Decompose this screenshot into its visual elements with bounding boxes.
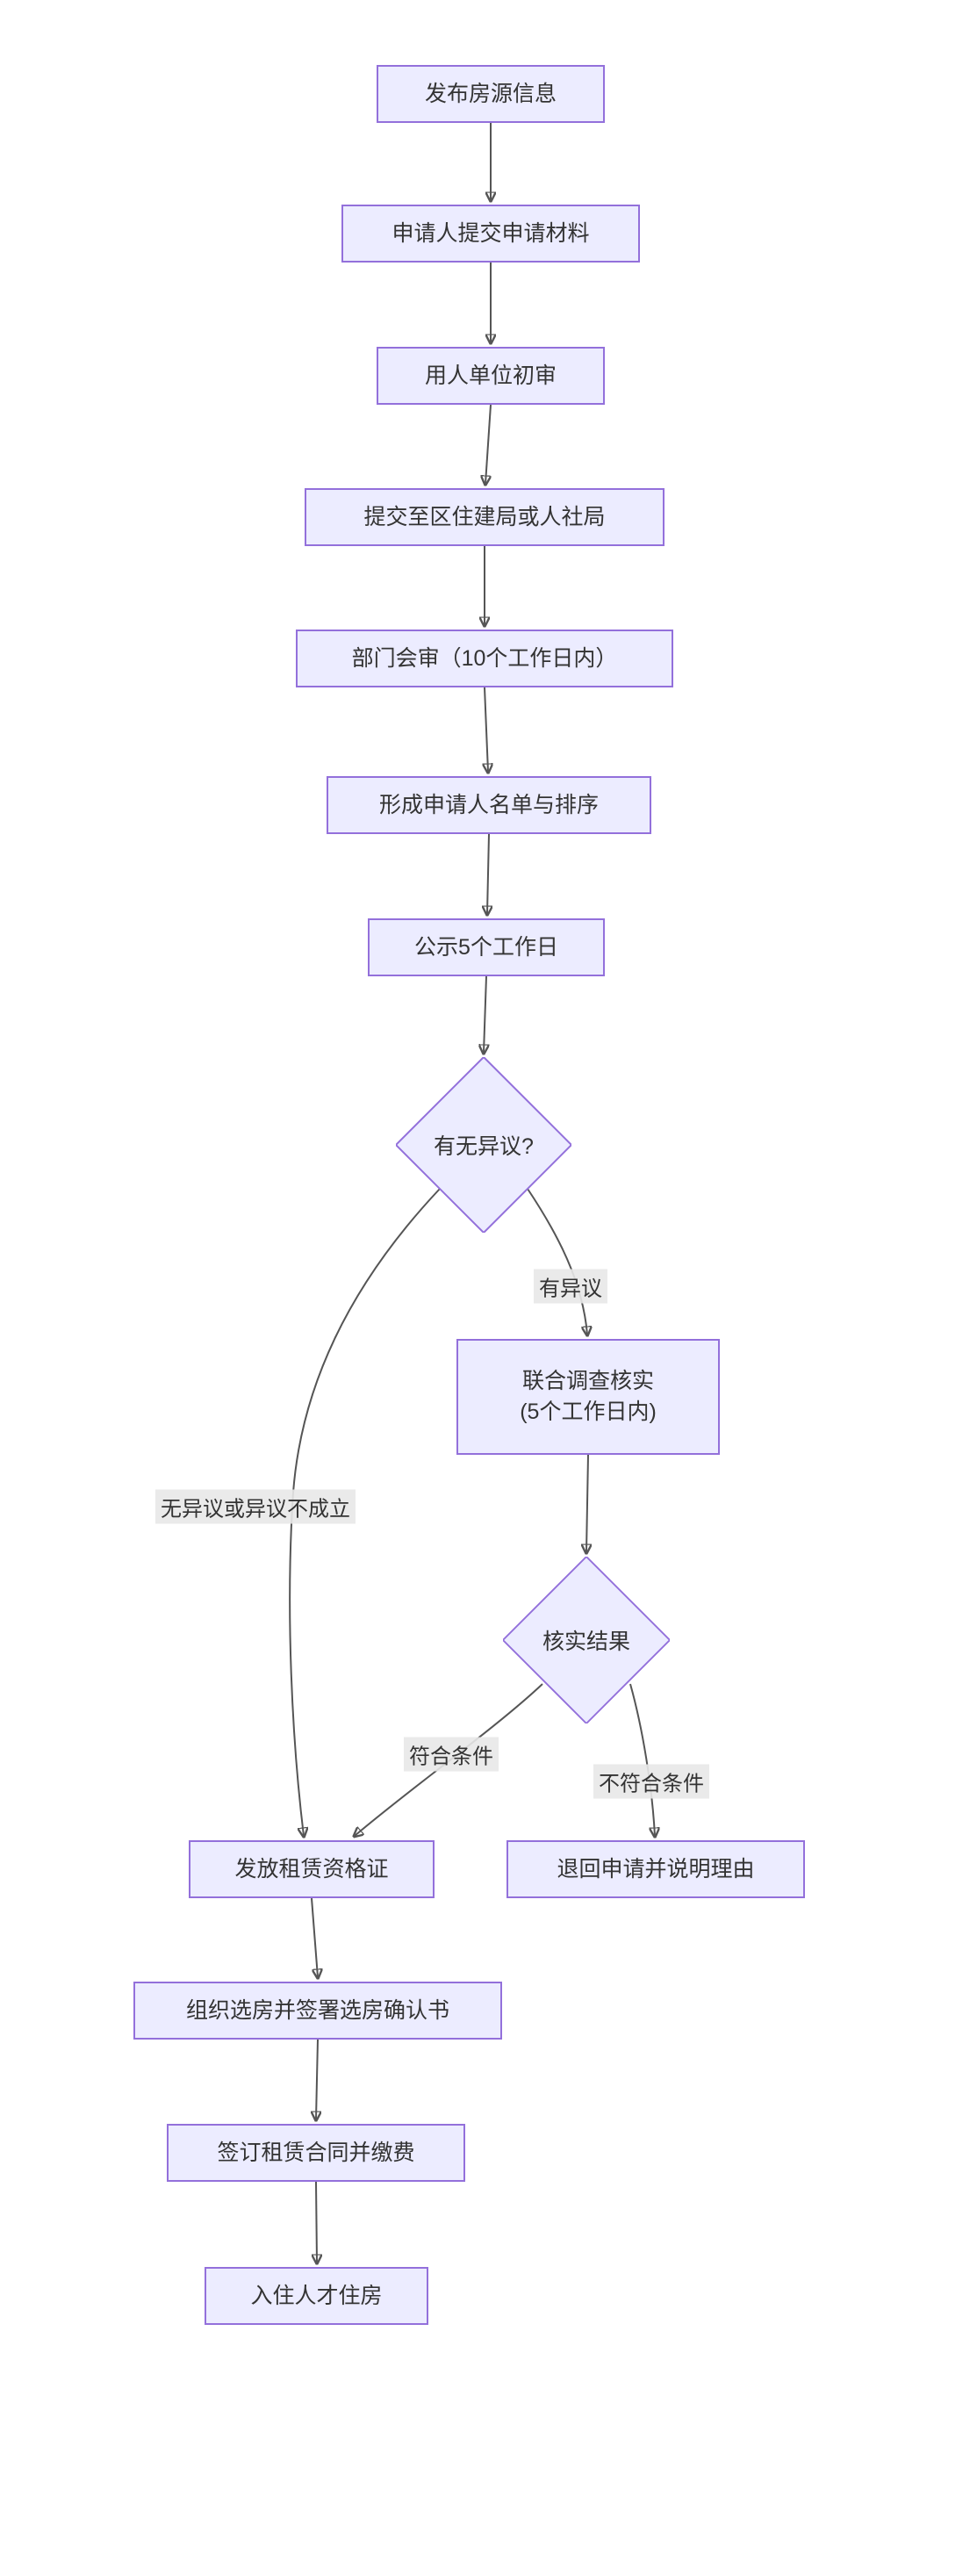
node-housing-selection: 组织选房并签署选房确认书: [133, 1982, 502, 2040]
diamond-shape: [396, 1057, 571, 1233]
edge-label-no-objection: 无异议或异议不成立: [155, 1489, 356, 1524]
node-return-application-label: 退回申请并说明理由: [557, 1856, 755, 1882]
edge-cert-select: [311, 1897, 318, 1977]
decision-objection: 有无异议?: [396, 1057, 571, 1233]
node-publish-listing: 发布房源信息: [377, 65, 605, 123]
decision-verify-result: 核实结果: [503, 1557, 670, 1723]
edge-publicity-decision: [484, 975, 486, 1053]
node-departmental-joint-review-label: 部门会审（10个工作日内）: [351, 645, 618, 671]
node-move-in-label: 入住人才住房: [250, 2283, 383, 2308]
node-publish-listing-label: 发布房源信息: [424, 81, 557, 106]
edge-list-publicity: [487, 833, 489, 914]
node-public-notice: 公示5个工作日: [368, 918, 605, 976]
edge-select-contract: [316, 2039, 318, 2119]
node-public-notice-label: 公示5个工作日: [414, 934, 558, 960]
node-sign-contract-pay-label: 签订租赁合同并缴费: [217, 2140, 415, 2165]
node-submit-to-bureau: 提交至区住建局或人社局: [305, 488, 665, 546]
edge-contract-movein: [316, 2181, 317, 2263]
node-submit-to-bureau-label: 提交至区住建局或人社局: [363, 504, 606, 529]
edge-label-qualified: 符合条件: [404, 1737, 499, 1772]
node-employer-initial-review: 用人单位初审: [377, 347, 605, 405]
node-issue-rental-certificate: 发放租赁资格证: [189, 1840, 435, 1898]
decision-verify-result-label: 核实结果: [542, 1630, 630, 1654]
edge-initial-bureau: [485, 404, 492, 484]
node-issue-rental-certificate-label: 发放租赁资格证: [234, 1856, 389, 1882]
node-employer-initial-review-label: 用人单位初审: [424, 363, 557, 388]
node-return-application: 退回申请并说明理由: [506, 1840, 805, 1898]
diamond-shape: [503, 1557, 670, 1723]
node-submit-materials-label: 申请人提交申请材料: [392, 220, 590, 246]
node-move-in: 入住人才住房: [205, 2267, 428, 2325]
node-sign-contract-pay: 签订租赁合同并缴费: [167, 2124, 465, 2182]
decision-objection-label: 有无异议?: [434, 1134, 534, 1159]
node-joint-investigation: 联合调查核实 (5个工作日内): [456, 1339, 720, 1455]
edge-investigation-verify: [586, 1454, 588, 1552]
node-departmental-joint-review: 部门会审（10个工作日内）: [296, 630, 673, 687]
node-form-applicant-list-label: 形成申请人名单与排序: [378, 792, 599, 817]
node-joint-investigation-label: 联合调查核实 (5个工作日内): [520, 1369, 657, 1424]
node-submit-materials: 申请人提交申请材料: [341, 205, 640, 263]
node-housing-selection-label: 组织选房并签署选房确认书: [185, 1997, 449, 2023]
edge-label-not-qualified: 不符合条件: [593, 1764, 709, 1799]
node-form-applicant-list: 形成申请人名单与排序: [327, 776, 651, 834]
edge-label-has-objection: 有异议: [534, 1269, 607, 1304]
edge-joint-list: [485, 687, 488, 772]
